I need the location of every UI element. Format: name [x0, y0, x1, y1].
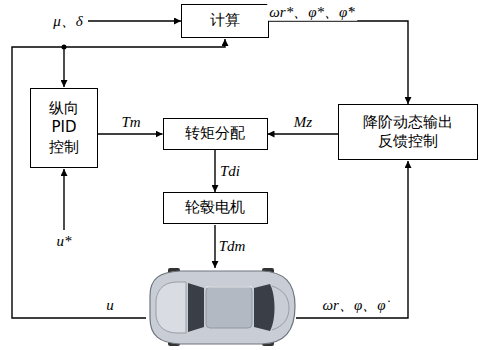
torque-signal: Tdm: [217, 238, 248, 255]
controller-box: 纵向 PID 控制: [30, 88, 98, 168]
signal-arrow: [269, 21, 408, 104]
torque-wire: [214, 225, 215, 268]
signal-label: Tm: [119, 114, 142, 131]
signal-label: ωr*、φ*、φ̇*: [267, 4, 357, 21]
process-box: 转矩分配: [163, 118, 268, 150]
box-label: 转矩分配: [185, 124, 245, 144]
input-wire: [88, 20, 181, 21]
reference-signal: u*: [55, 233, 74, 250]
junction-dot: [62, 45, 66, 49]
box-label: 纵向 PID 控制: [44, 99, 84, 158]
speed-signal: u: [104, 297, 116, 314]
car-illustration: [150, 268, 295, 346]
signal-arrow: [98, 133, 163, 134]
box-label: 计算: [210, 11, 240, 31]
input-wire: [63, 169, 64, 230]
box-label: 降阶动态输出 反馈控制: [360, 113, 456, 152]
process-box: 计算: [181, 4, 269, 38]
controller-box: 降阶动态输出 反馈控制: [338, 104, 478, 160]
state-wire: [296, 161, 408, 318]
signal-arrow: [268, 133, 339, 134]
process-box: 轮毂电机: [163, 192, 268, 224]
state-signal: ωr、φ、φ̇: [320, 297, 387, 314]
signal-label: Mz: [292, 114, 314, 131]
feedback-branch: [63, 47, 64, 87]
signal-label: Tdi: [218, 163, 242, 180]
box-label: 轮毂电机: [185, 198, 245, 218]
input-signal: μ、δ: [51, 13, 85, 30]
signal-arrow: [214, 150, 215, 192]
